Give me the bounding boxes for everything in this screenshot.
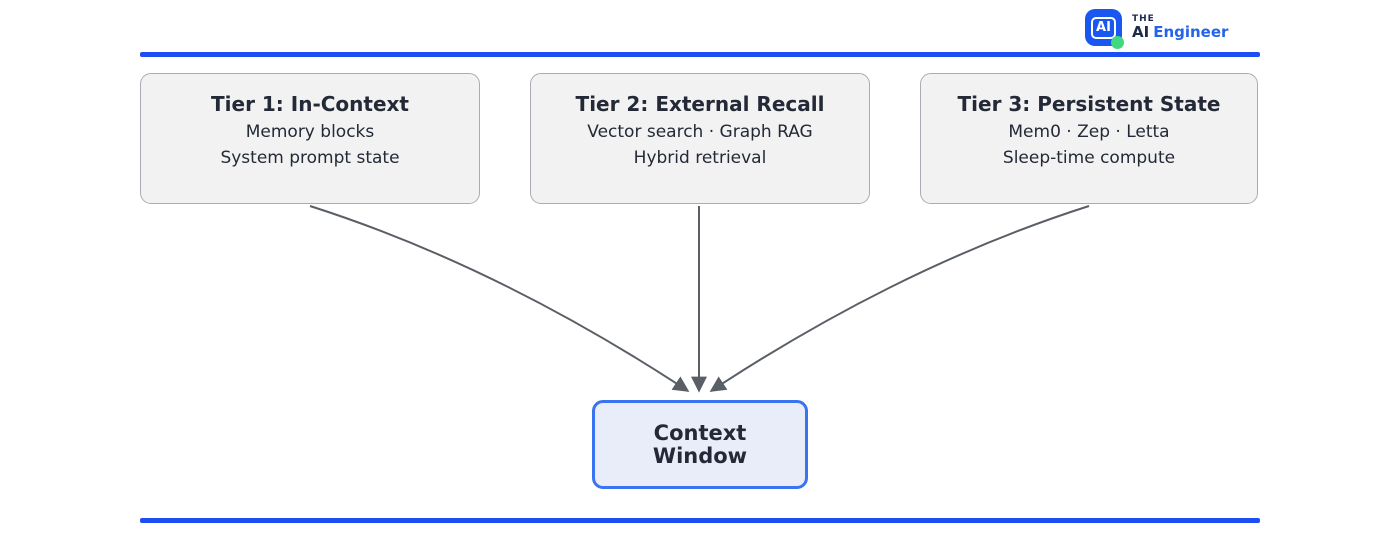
bottom-divider-rule (140, 518, 1260, 523)
tier2-line1: Vector search · Graph RAG (587, 122, 813, 142)
brand-the-label: THE (1132, 13, 1155, 24)
brand-name-ai: AI (1132, 23, 1150, 42)
context-window-line1: Context (653, 420, 747, 445)
tier1-title: Tier 1: In-Context (211, 92, 409, 116)
top-divider-rule (140, 52, 1260, 57)
node-tier1-in-context: Tier 1: In-Context Memory blocks System … (140, 73, 480, 204)
brand-name-engineer: Engineer (1153, 23, 1229, 42)
node-context-window: Context Window (592, 400, 808, 489)
edge-tier3-to-context (709, 205, 1090, 392)
tier1-line1: Memory blocks (245, 122, 375, 142)
tier2-line2: Hybrid retrieval (633, 148, 767, 168)
green-dot-icon (1111, 36, 1124, 49)
tier3-line1: Mem0 · Zep · Letta (1008, 122, 1170, 142)
node-tier3-persistent-state: Tier 3: Persistent State Mem0 · Zep · Le… (920, 73, 1258, 204)
tier2-title: Tier 2: External Recall (575, 92, 825, 116)
ai-logo-icon: AI (1085, 9, 1124, 49)
tier3-line2: Sleep-time compute (1002, 148, 1176, 168)
tier1-line2: System prompt state (220, 148, 400, 168)
tier3-title: Tier 3: Persistent State (957, 92, 1221, 116)
ai-icon-badge: AI (1091, 16, 1116, 39)
edge-tier1-to-context (309, 205, 690, 392)
node-tier2-external-recall: Tier 2: External Recall Vector search · … (530, 73, 870, 204)
context-window-line2: Window (652, 443, 748, 468)
